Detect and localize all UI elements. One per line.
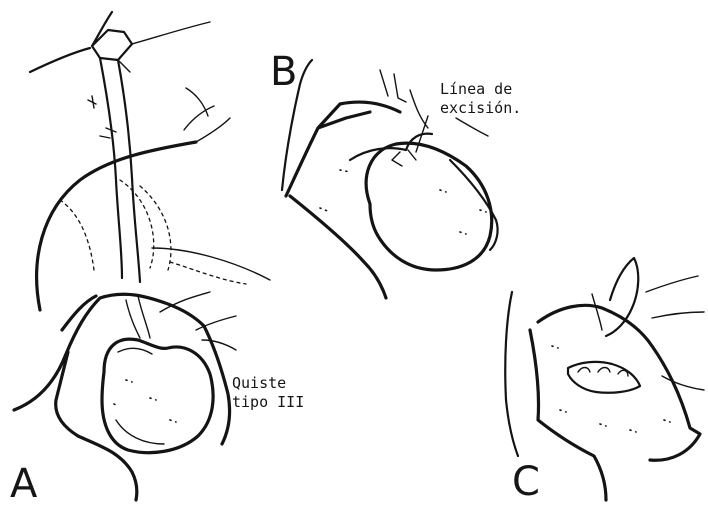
excision-annotation-line-2: excisión. — [440, 99, 521, 117]
excision-annotation: Línea de excisión. — [440, 80, 521, 118]
cyst-annotation: Quiste tipo III — [232, 374, 304, 412]
panel-a-drawing — [14, 12, 270, 500]
cyst-annotation-line-2: tipo III — [232, 393, 304, 411]
cyst-stippling — [114, 380, 176, 422]
liver-outline — [37, 142, 196, 310]
panel-c-lower-wall — [530, 330, 606, 500]
panel-b-cyst — [366, 143, 492, 270]
choledochocele-cyst — [102, 339, 213, 452]
duodenotomy-edge — [14, 294, 230, 444]
papilla-stump — [126, 296, 150, 338]
panel-c-stippling — [552, 346, 670, 432]
sphincteroplasty-site — [568, 362, 640, 393]
panel-label-a: A — [10, 464, 37, 504]
panel-c-retractors — [592, 276, 704, 390]
cyst-annotation-line-1: Quiste — [232, 374, 286, 392]
panel-c-outer-wall — [505, 292, 518, 456]
panel-label-c: C — [512, 462, 540, 502]
duodenotomy-lower-edge — [78, 436, 137, 500]
excision-annotation-line-1: Línea de — [440, 80, 512, 98]
panel-label-b: B — [270, 52, 297, 92]
cyst-contour-shading — [116, 348, 164, 444]
hepatic-duct-right — [118, 22, 210, 72]
panel-b-stippling — [320, 170, 486, 234]
hepatic-duct-branch — [30, 12, 132, 72]
duodenal-serosa-dots — [60, 200, 246, 284]
pancreas-dashed-outline — [120, 180, 171, 270]
panel-c-sutures — [578, 368, 628, 377]
liver-inner-contour — [184, 88, 230, 142]
